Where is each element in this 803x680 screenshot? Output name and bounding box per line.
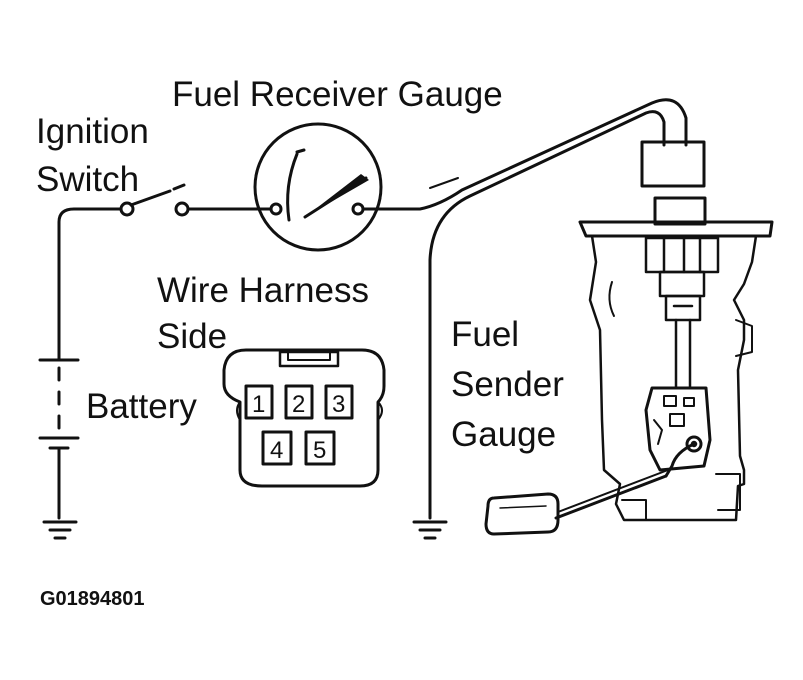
fuel-receiver-gauge-symbol xyxy=(253,122,383,252)
pin-5: 5 xyxy=(313,437,326,464)
fuel-sender-label-line1: Fuel xyxy=(451,315,520,354)
battery-ground-symbol xyxy=(42,520,78,540)
pin-3: 3 xyxy=(332,391,345,418)
fuel-sender-label-line3: Gauge xyxy=(451,415,557,454)
wire-harness-connector xyxy=(222,348,386,488)
wire-gauge-to-sender xyxy=(362,98,688,211)
ignition-switch-label-line1: Ignition xyxy=(36,112,149,151)
battery-label: Battery xyxy=(86,387,197,426)
fuel-sender-assembly xyxy=(484,140,774,536)
fuel-sender-label-line2: Sender xyxy=(451,365,564,404)
pin-2: 2 xyxy=(292,391,305,418)
figure-code: G01894801 xyxy=(40,588,145,610)
pin-1: 1 xyxy=(252,391,265,418)
fuel-receiver-gauge-label: Fuel Receiver Gauge xyxy=(172,75,503,114)
ignition-switch-label-line2: Switch xyxy=(36,160,140,199)
wire-battery-to-switch xyxy=(57,207,122,362)
wire-harness-label-line1: Wire Harness xyxy=(157,271,369,310)
wire-harness-label-line2: Side xyxy=(157,317,228,356)
sender-ground-symbol xyxy=(412,520,448,540)
ignition-switch xyxy=(119,183,190,217)
battery-symbol xyxy=(38,358,80,520)
pin-4: 4 xyxy=(270,437,283,464)
